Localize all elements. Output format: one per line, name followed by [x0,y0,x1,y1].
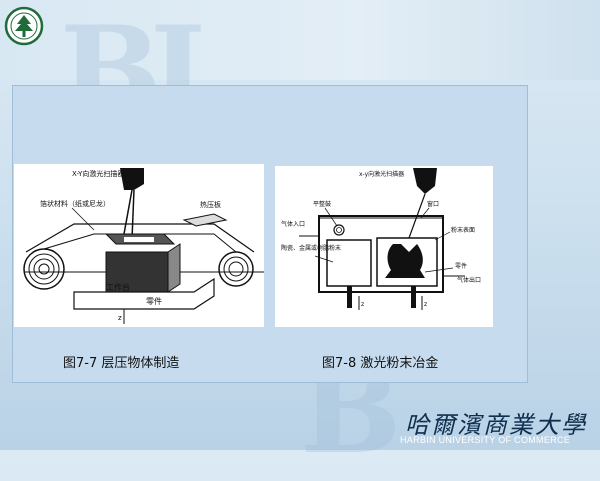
university-seal-icon [4,6,44,46]
svg-text:z: z [424,301,427,308]
svg-text:z: z [118,314,122,322]
label-gas-out: 气体出口 [457,276,481,284]
label-powder: 陶瓷、金属或树脂粉末 [281,244,341,252]
svg-text:z: z [361,301,364,308]
label-hot-press: 热压板 [200,200,221,209]
label-leveling-roller: 平整鼓 [313,200,331,208]
university-name-calligraphy: 哈爾濱商業大學 [405,411,587,439]
label-part: 零件 [146,296,162,306]
caption-figure-7-8: 图7-8 激光粉末冶金 [322,356,439,371]
label-window: 窗口 [427,200,439,208]
university-name-english: HARBIN UNIVERSITY OF COMMERCE [400,435,571,445]
label-gas-in: 气体入口 [281,220,305,228]
label-scanner: x-y向激光扫描器 [359,170,404,178]
caption-figure-7-7: 图7-7 层压物体制造 [63,356,180,371]
label-material: 箔状材料（纸或尼龙） [40,199,110,208]
figure-laser-powder-metallurgy: x-y向激光扫描器 z z 平整鼓 窗口 气体入口 粉末表面 陶瓷、金属或树脂粉… [275,166,493,327]
figure-laminated-object-manufacturing: X-Y向激光扫描器 箔状材料（纸或尼龙） 热压板 工作台 零件 z [14,164,264,327]
label-worktable: 工作台 [106,282,130,292]
label-part: 零件 [455,262,467,270]
header-band [0,0,600,80]
label-powder-surface: 粉末表面 [451,226,475,234]
label-scanner: X-Y向激光扫描器 [72,169,124,178]
